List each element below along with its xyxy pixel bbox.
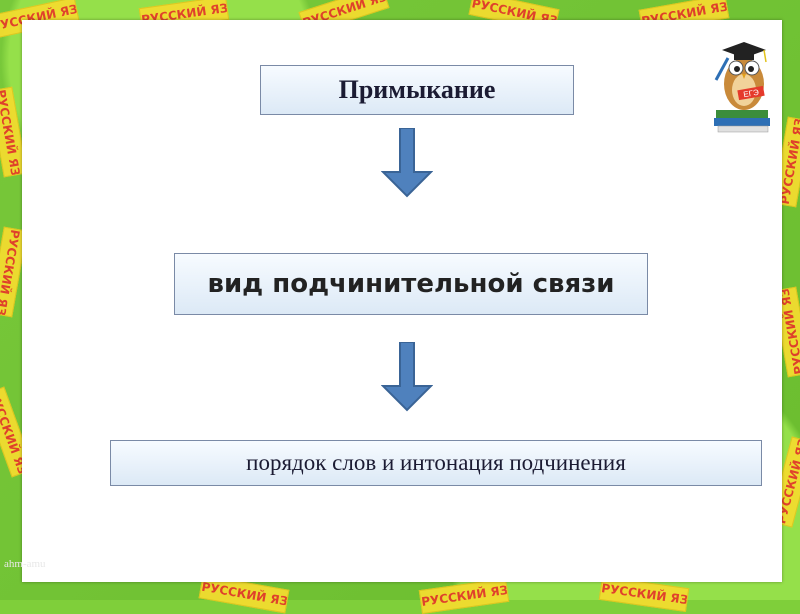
middle-box: вид подчинительной связи [174, 253, 648, 315]
down-arrow-icon [381, 128, 433, 198]
top-box-label: Примыкание [339, 75, 496, 105]
down-arrow-icon [381, 342, 433, 412]
middle-box-label: вид подчинительной связи [208, 269, 615, 299]
bottom-box: порядок слов и интонация подчинения [110, 440, 762, 486]
top-box: Примыкание [260, 65, 574, 115]
slide-panel: Примыкание вид подчинительной связи поря… [22, 20, 782, 582]
author-credit: ahm-amu [4, 558, 46, 570]
owl-graduate-icon: ЕГЭ [708, 22, 774, 134]
bottom-box-label: порядок слов и интонация подчинения [246, 450, 626, 476]
